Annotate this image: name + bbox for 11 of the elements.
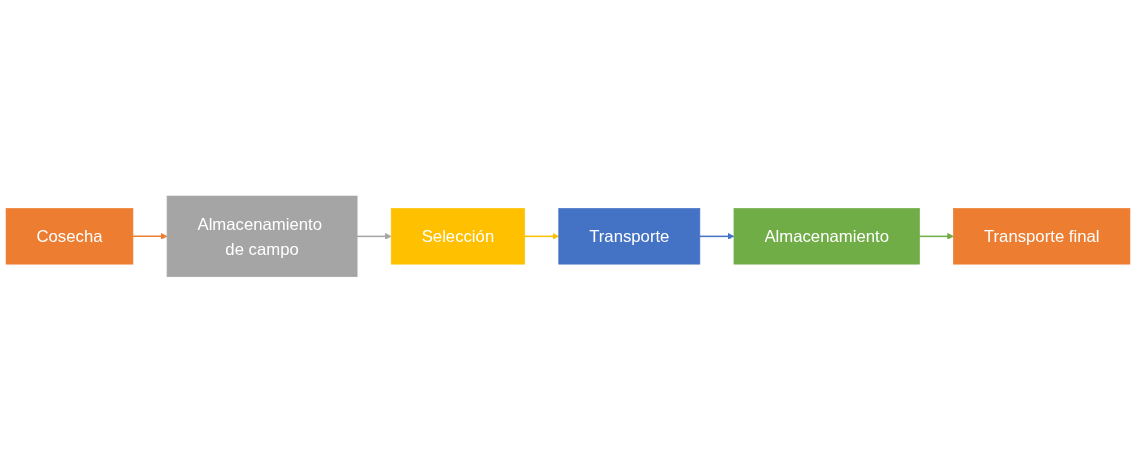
arrow [132,233,168,240]
node-box: Selección [390,208,525,265]
arrow [699,233,735,240]
arrow [356,233,392,240]
node-box: Almacenamiento [733,208,920,265]
node-box: Cosecha [5,208,134,265]
arrow [523,233,560,240]
node-box: Almacenamiento de campo [166,195,358,278]
arrow [918,233,954,240]
node-box: Transporte [558,208,701,265]
node-box: Transporte final [953,208,1131,265]
